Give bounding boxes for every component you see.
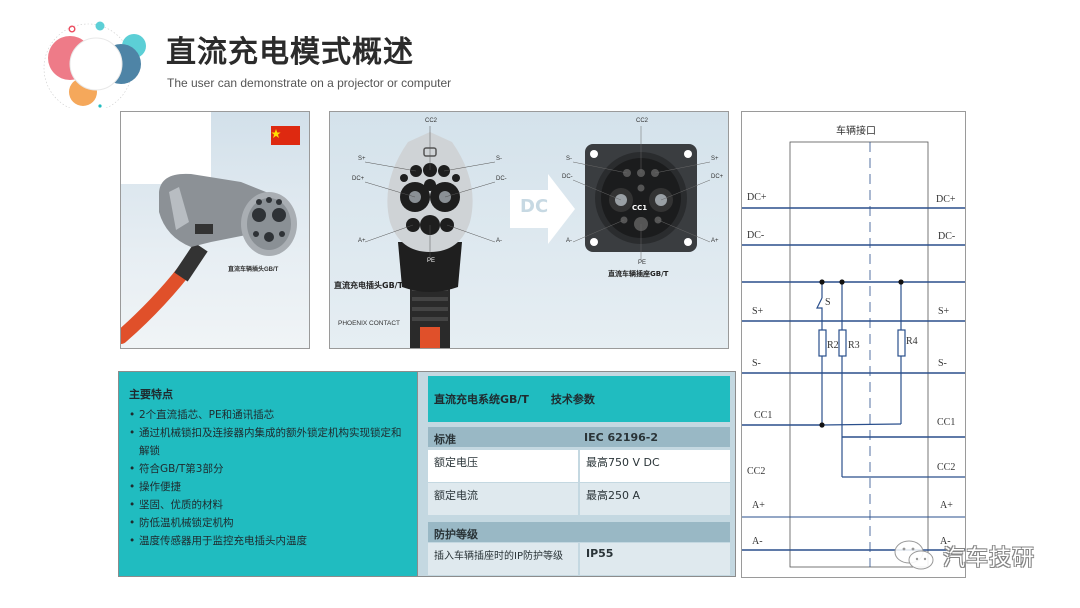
feature-item: 操作便捷 xyxy=(129,478,407,496)
features-list: 2个直流插芯、PE和通讯插芯 通过机械锁扣及连接器内集成的额外锁定机构实现锁定和… xyxy=(129,406,407,550)
spec-label: 额定电压 xyxy=(434,456,478,469)
spec-value: IP55 xyxy=(578,543,730,575)
plug-pin-dc-minus: DC- xyxy=(496,176,507,182)
inlet-pin-pe: PE xyxy=(638,260,647,266)
left-label-dc-plus: DC+ xyxy=(747,192,767,203)
features-title: 主要特点 xyxy=(129,388,173,401)
right-label-dc-minus: DC- xyxy=(938,231,956,242)
plug-pin-pe: PE xyxy=(427,258,436,264)
decorative-circles-logo xyxy=(43,21,146,108)
feature-item: 温度传感器用于监控充电插头内温度 xyxy=(129,532,407,550)
page-subtitle: The user can demonstrate on a projector … xyxy=(167,76,452,90)
right-label-cc2: CC2 xyxy=(937,462,956,473)
feature-item: 符合GB/T第3部分 xyxy=(129,460,407,478)
inlet-pin-s-plus: S+ xyxy=(711,156,719,162)
plug-photo-caption: 直流车辆插头GB/T xyxy=(228,267,279,273)
circuit-diagram-panel: 车辆接口 DC+ DC- S+ S- CC1 CC2 A+ A- DC+ DC-… xyxy=(741,111,966,578)
dc-arrow-label: DC xyxy=(520,196,549,217)
plug-caption: 直流充电插头GB/T xyxy=(334,281,404,290)
inlet-pin-cc2: CC2 xyxy=(636,118,649,124)
right-label-s-plus: S+ xyxy=(938,306,950,317)
left-label-cc1: CC1 xyxy=(754,410,773,421)
spec-label: 额定电流 xyxy=(434,489,478,502)
features-panel: 主要特点 2个直流插芯、PE和通讯插芯 通过机械锁扣及连接器内集成的额外锁定机构… xyxy=(118,371,418,577)
watermark-text: 汽车技研 xyxy=(943,546,1036,571)
left-label-s-plus: S+ xyxy=(752,306,764,317)
right-label-a-minus: A- xyxy=(940,536,951,547)
left-label-a-plus: A+ xyxy=(752,500,765,511)
switch-label: S xyxy=(825,297,831,308)
left-label-dc-minus: DC- xyxy=(747,230,765,241)
plug-photo-panel: 直流车辆插头GB/T xyxy=(120,111,310,349)
plug-pin-s-plus: S+ xyxy=(358,156,366,162)
brand-label: PHOENIX CONTACT xyxy=(338,320,400,327)
feature-item: 通过机械锁扣及连接器内集成的额外锁定机构实现锁定和解锁 xyxy=(129,424,407,460)
spec-row-protection: 防护等级 xyxy=(428,522,730,542)
resistor-r3-label: R3 xyxy=(848,340,860,351)
right-label-s-minus: S- xyxy=(938,358,947,369)
vehicle-interface-schematic xyxy=(742,141,965,568)
resistor-r4-label: R4 xyxy=(906,336,918,347)
spec-label: 插入车辆插座时的IP防护等级 xyxy=(434,551,563,562)
circuit-title: 车辆接口 xyxy=(836,126,876,137)
right-label-dc-plus: DC+ xyxy=(936,194,956,205)
specs-panel: 直流充电系统GB/T 技术参数 标准 IEC 62196-2 额定电压 最高75… xyxy=(418,371,736,577)
spec-value: 最高250 A xyxy=(578,483,730,515)
spec-row-standard: 标准 IEC 62196-2 xyxy=(428,427,730,447)
photo-background-block xyxy=(121,112,211,184)
page-title: 直流充电模式概述 xyxy=(166,35,414,70)
inlet-pin-s-minus: S- xyxy=(566,156,572,162)
inlet-caption: 直流车辆插座GB/T xyxy=(608,270,669,278)
inlet-pin-dc-minus: DC- xyxy=(562,174,573,180)
plug-pin-s-minus: S- xyxy=(496,156,502,162)
right-label-cc1: CC1 xyxy=(937,417,956,428)
watermark: 汽车技研 xyxy=(893,538,1035,574)
resistor-r2-label: R2 xyxy=(827,340,839,351)
inlet-pin-dc-plus: DC+ xyxy=(711,174,724,180)
inlet-pin-a-minus: A- xyxy=(566,238,572,244)
spec-value: 最高750 V DC xyxy=(578,450,730,482)
plug-pin-dc-plus: DC+ xyxy=(352,176,365,182)
plug-pin-a-minus: A- xyxy=(496,238,502,244)
spec-value xyxy=(578,522,730,542)
plug-pinout-illustration xyxy=(364,126,711,348)
spec-row-rated-current: 额定电流 最高250 A xyxy=(428,483,730,515)
feature-item: 2个直流插芯、PE和通讯插芯 xyxy=(129,406,407,424)
spec-value: IEC 62196-2 xyxy=(584,431,658,444)
spec-label: 标准 xyxy=(434,433,456,446)
left-label-cc2: CC2 xyxy=(747,466,766,477)
left-label-s-minus: S- xyxy=(752,358,761,369)
spec-label: 防护等级 xyxy=(434,528,478,541)
wechat-icon xyxy=(894,540,934,570)
feature-item: 坚固、优质的材料 xyxy=(129,496,407,514)
feature-item: 防低温机械锁定机构 xyxy=(129,514,407,532)
spec-row-rated-voltage: 额定电压 最高750 V DC xyxy=(428,450,730,482)
inlet-cc1-label: CC1 xyxy=(632,204,648,212)
dc-plug-illustration xyxy=(121,173,297,344)
china-flag-icon xyxy=(271,126,300,145)
left-label-a-minus: A- xyxy=(752,536,763,547)
inlet-pin-a-plus: A+ xyxy=(711,238,719,244)
right-label-a-plus: A+ xyxy=(940,500,953,511)
plug-pin-a-plus: A+ xyxy=(358,238,366,244)
specs-heading: 直流充电系统GB/T 技术参数 xyxy=(428,376,730,422)
spec-row-ip-rating: 插入车辆插座时的IP防护等级 IP55 xyxy=(428,543,730,575)
plug-pin-cc2: CC2 xyxy=(425,118,438,124)
pin-diagram-panel: CC2 S+ S- DC+ DC- A+ A- PE 直流充电插头GB/T PH… xyxy=(329,111,729,349)
